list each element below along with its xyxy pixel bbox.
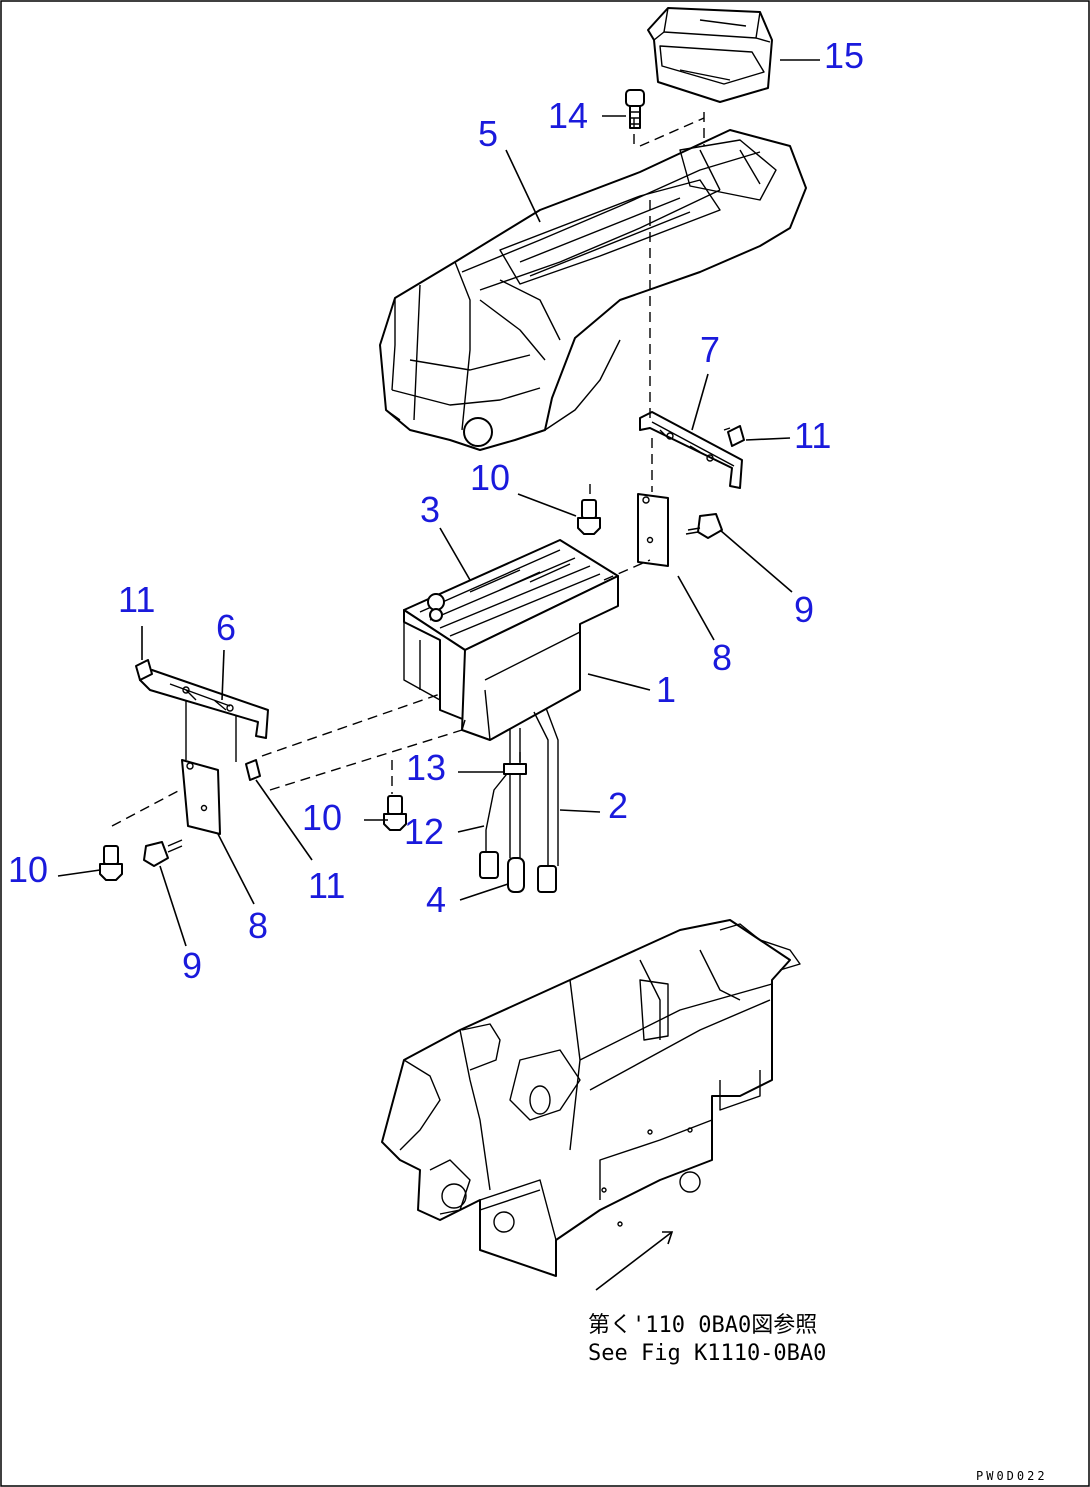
- reference-note: 第く'110 0BA0図参照 See Fig K1110-0BA0: [588, 1313, 826, 1366]
- part-15-tray: [647, 7, 773, 103]
- callout-10-left: 10: [8, 849, 48, 890]
- callout-15: 15: [824, 35, 864, 76]
- callout-12: 12: [404, 811, 444, 852]
- part-8-plate-lower: [181, 759, 221, 835]
- part-5-console-cover: [379, 129, 807, 451]
- part-14-bolt: [625, 89, 645, 129]
- assembly-lines: [111, 112, 705, 827]
- callouts: 15 14 5 7 11 10 3 9 11 6 8 1 13 2 10 12 …: [8, 35, 864, 986]
- part-11-clip-left-upper: [135, 659, 153, 681]
- callout-8-left: 8: [248, 905, 268, 946]
- callout-8-right: 8: [712, 637, 732, 678]
- leader-lines: [57, 59, 820, 1291]
- part-12-wire: [479, 769, 511, 879]
- callout-1: 1: [656, 669, 676, 710]
- drawing-code: PW0D022: [976, 1469, 1048, 1483]
- callout-14: 14: [548, 95, 588, 136]
- part-11-clip-top: [723, 425, 745, 447]
- part-10-bolt-middle: [383, 795, 407, 831]
- part-11-clip-left-lower: [245, 759, 261, 781]
- callout-6: 6: [216, 607, 236, 648]
- callout-11-left-upper: 11: [118, 579, 155, 620]
- part-13-clamp: [503, 763, 527, 775]
- callout-2: 2: [608, 785, 628, 826]
- callout-13: 13: [406, 747, 446, 788]
- callout-11-left-lower: 11: [308, 865, 345, 906]
- reference-note-english: See Fig K1110-0BA0: [588, 1341, 826, 1366]
- part-10-bolt-left: [99, 845, 123, 881]
- callout-11-top: 11: [794, 415, 831, 456]
- callout-7: 7: [700, 329, 720, 370]
- part-2-cable: [507, 707, 559, 893]
- part-8-plate-upper: [637, 493, 669, 567]
- part-10-bolt-top: [577, 499, 601, 535]
- callout-10-middle: 10: [302, 797, 342, 838]
- callout-3: 3: [420, 489, 440, 530]
- callout-10-top: 10: [470, 457, 510, 498]
- part-7-bracket: [639, 411, 743, 489]
- callout-9-left: 9: [182, 945, 202, 986]
- callout-4: 4: [426, 879, 446, 920]
- part-9-connector-upper: [685, 513, 723, 539]
- base-frame: [381, 919, 801, 1277]
- callout-5: 5: [478, 113, 498, 154]
- callout-9-right: 9: [794, 589, 814, 630]
- part-9-connector-lower: [143, 839, 183, 867]
- reference-note-japanese: 第く'110 0BA0図参照: [588, 1313, 817, 1338]
- part-1-controller-box: [403, 575, 619, 741]
- part-6-bracket: [139, 669, 269, 762]
